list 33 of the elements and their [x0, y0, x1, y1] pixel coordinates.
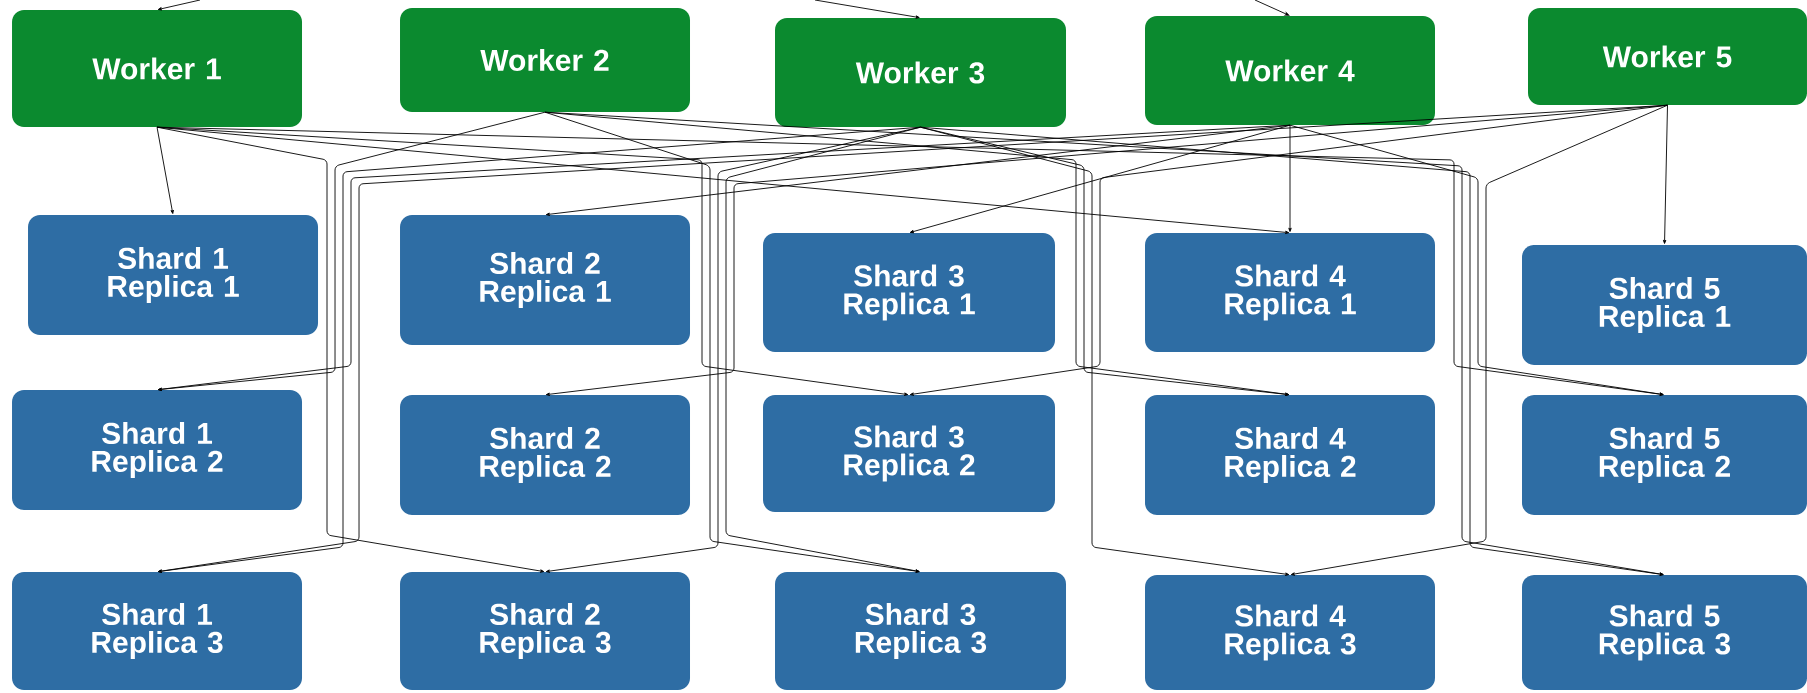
arrow [920, 126, 1664, 576]
shard-box: Shard 4 Replica 1 [1145, 233, 1435, 352]
arrow [1290, 104, 1668, 576]
shard-box: Shard 1 Replica 1 [28, 215, 318, 335]
arrow [814, 0, 920, 19]
shard-box: Shard 5 Replica 2 [1522, 395, 1807, 515]
worker-box: Worker 1 [12, 10, 302, 127]
shard-box: Shard 1 Replica 2 [12, 390, 302, 510]
arrow [1289, 124, 1664, 396]
arrow [1662, 104, 1668, 244]
shard-box: Shard 4 Replica 3 [1145, 575, 1435, 690]
shard-box: Shard 3 Replica 3 [775, 572, 1066, 690]
shard-box: Shard 5 Replica 1 [1522, 245, 1807, 365]
worker-box: Worker 3 [775, 18, 1066, 127]
arrow [725, 126, 921, 573]
arrow [909, 104, 1668, 396]
arrow [1254, 0, 1290, 16]
shard-box: Shard 2 Replica 2 [400, 395, 690, 515]
arrow [920, 126, 1290, 576]
shard-box: Shard 4 Replica 2 [1145, 395, 1435, 515]
arrow [909, 124, 1291, 234]
worker-box: Worker 2 [400, 8, 690, 112]
shard-box: Shard 2 Replica 3 [400, 572, 690, 690]
shard-box: Shard 2 Replica 1 [400, 215, 690, 345]
shard-box: Shard 5 Replica 3 [1522, 575, 1807, 690]
worker-box: Worker 5 [1528, 8, 1807, 105]
worker-box: Worker 4 [1145, 16, 1435, 125]
shard-box: Shard 1 Replica 3 [12, 572, 302, 690]
arrow [1288, 124, 1292, 232]
arrow [156, 126, 174, 214]
arrow [157, 0, 201, 11]
shard-box: Shard 3 Replica 1 [763, 233, 1055, 352]
shard-box: Shard 3 Replica 2 [763, 395, 1055, 512]
